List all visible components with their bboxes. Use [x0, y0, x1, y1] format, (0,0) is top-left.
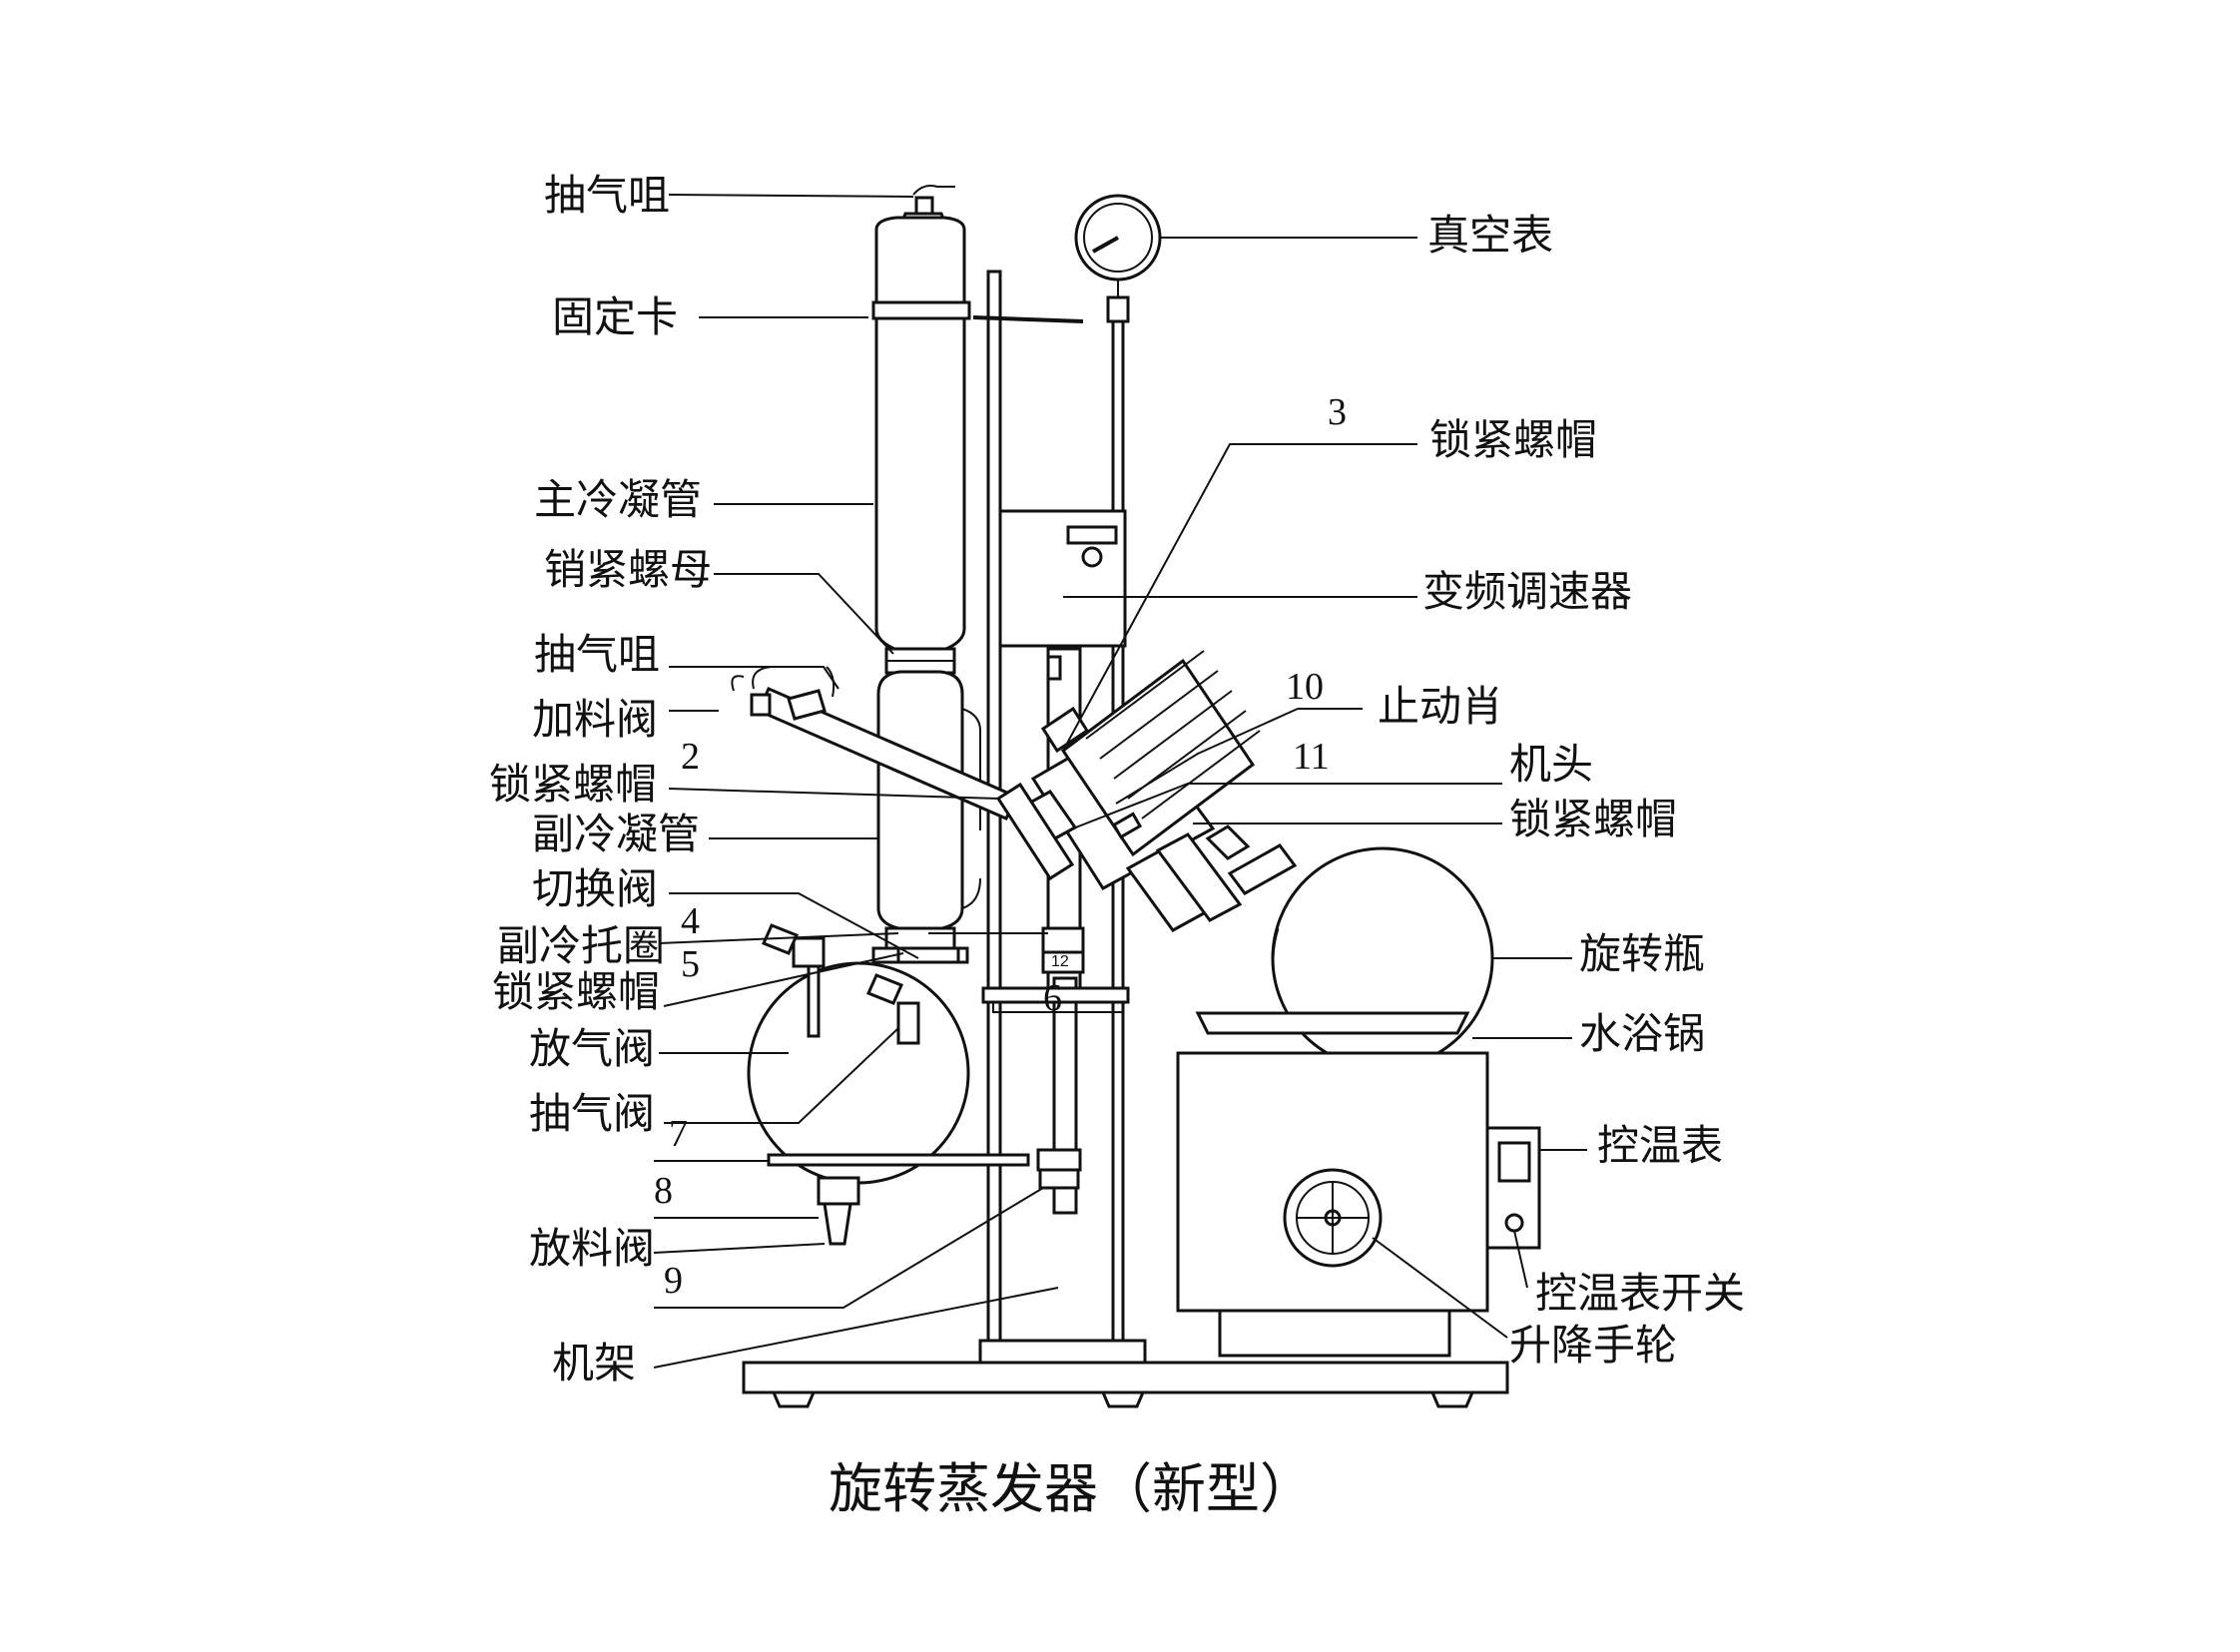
- label-fixing-clamp: 固定卡: [552, 292, 678, 341]
- label-rotary-flask: 旋转瓶: [1579, 929, 1705, 978]
- label-feed-valve: 加料阀: [532, 695, 658, 744]
- temp-controller-box: [1485, 1126, 1541, 1250]
- water-bath: [1176, 1011, 1489, 1358]
- label-discharge-valve: 放料阀: [529, 1224, 655, 1273]
- label-machine-head: 机头: [1509, 740, 1593, 789]
- part-numbers: 2 3 4 5 6 7 8 9 10 11 12: [654, 391, 1347, 1302]
- number-8: 8: [654, 1170, 673, 1212]
- label-stop-pin: 止动肖: [1378, 682, 1503, 731]
- label-switch-valve: 切换阀: [532, 864, 658, 913]
- label-pin-lock-nut: 销紧螺母: [544, 545, 712, 594]
- number-9: 9: [664, 1260, 683, 1302]
- number-7: 7: [669, 1113, 688, 1155]
- number-6: 6: [1043, 977, 1062, 1019]
- label-temp-switch: 控温表开关: [1535, 1269, 1745, 1318]
- clamp-rings: [767, 926, 1130, 1190]
- number-10: 10: [1286, 666, 1324, 708]
- label-sub-cooling-ring: 副冷托圈: [497, 921, 665, 970]
- number-11: 11: [1293, 736, 1330, 778]
- label-temp-controller: 控温表: [1597, 1121, 1723, 1170]
- label-lock-cap-lower: 锁紧螺帽: [492, 967, 660, 1016]
- label-lock-cap-3: 锁紧螺帽: [1429, 415, 1597, 464]
- feed-pipe: [731, 666, 1018, 821]
- number-3: 3: [1328, 391, 1347, 433]
- label-vent-valve: 放气阀: [529, 1024, 655, 1073]
- diagram-caption: 旋转蒸发器（新型）: [829, 1457, 1314, 1520]
- label-vacuum-nozzle-top: 抽气咀: [544, 171, 670, 220]
- number-5: 5: [681, 943, 700, 985]
- label-sub-condenser: 副冷凝管: [532, 810, 700, 858]
- number-4: 4: [681, 900, 700, 942]
- label-lift-handwheel: 升降手轮: [1509, 1321, 1677, 1370]
- receiving-flask: [747, 923, 970, 1246]
- label-vacuum-nozzle: 抽气咀: [534, 630, 660, 679]
- label-vacuum-gauge: 真空表: [1427, 211, 1553, 260]
- label-main-condenser: 主冷凝管: [534, 475, 702, 524]
- speed-controller-box: [998, 509, 1127, 681]
- number-12: 12: [1051, 953, 1069, 970]
- vacuum-gauge-icon: [1074, 194, 1162, 323]
- part-labels: 抽气咀 固定卡 主冷凝管 销紧螺母 抽气咀 加料阀 锁紧螺帽 副冷凝管 切换阀 …: [489, 171, 1745, 1387]
- label-lock-cap-left: 锁紧螺帽: [489, 760, 657, 809]
- label-lock-cap-right: 锁紧螺帽: [1509, 795, 1677, 843]
- label-frame: 机架: [552, 1339, 636, 1387]
- leader-lines: [653, 194, 1587, 1369]
- label-suction-valve: 抽气阀: [529, 1089, 655, 1138]
- number-2: 2: [681, 736, 700, 778]
- label-speed-controller: 变频调速器: [1422, 567, 1632, 616]
- flask-joint: [1125, 825, 1298, 932]
- rotary-flask: [1271, 846, 1494, 1070]
- label-water-bath: 水浴锅: [1579, 1009, 1705, 1058]
- machine-base: [742, 1339, 1509, 1408]
- sub-condenser: [871, 670, 981, 964]
